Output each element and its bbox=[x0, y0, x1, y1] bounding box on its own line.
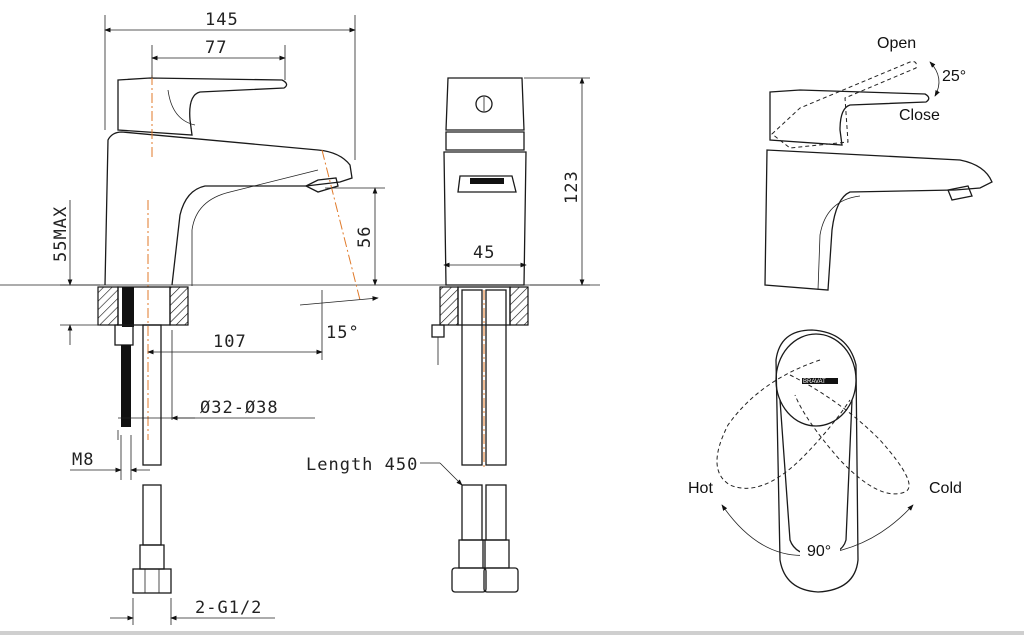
front-collar bbox=[445, 131, 525, 151]
op-aerator bbox=[947, 185, 973, 201]
hot-lever-position bbox=[716, 359, 851, 489]
dim-reach: 107 bbox=[213, 332, 247, 352]
side-lever-curve bbox=[167, 89, 196, 126]
dim-lever-length: 77 bbox=[205, 38, 227, 58]
brand-logo: BRAVAT bbox=[803, 379, 826, 385]
open-label: Open bbox=[877, 35, 916, 52]
dim-hose-length: Length 450 bbox=[306, 455, 418, 475]
side-nut-right bbox=[169, 286, 189, 326]
operation-side-view: Open 25° Close bbox=[764, 35, 993, 291]
side-threaded-stud bbox=[121, 345, 131, 427]
cold-label: Cold bbox=[929, 480, 962, 497]
side-hose-ferrule bbox=[139, 544, 165, 570]
side-hose bbox=[142, 324, 162, 466]
side-lever bbox=[117, 77, 288, 136]
dim-total-height: 123 bbox=[562, 170, 582, 204]
front-hose-right bbox=[485, 289, 507, 466]
top-base-outline bbox=[775, 329, 859, 593]
top-view: BRAVAT Hot Cold 90° bbox=[688, 329, 962, 593]
side-body-inner-curve bbox=[191, 169, 319, 286]
dim-overall-length: 145 bbox=[205, 10, 239, 30]
side-nut-left bbox=[97, 286, 119, 326]
front-body bbox=[443, 151, 527, 286]
dim-hole-diameter: Ø32-Ø38 bbox=[200, 398, 279, 418]
front-lever-cap bbox=[445, 77, 525, 131]
dim-stud-thread: M8 bbox=[72, 450, 94, 470]
dim-max-thickness: 55MAX bbox=[51, 206, 71, 262]
cold-lever-position bbox=[789, 374, 910, 495]
close-label: Close bbox=[899, 107, 940, 124]
dim-connection: 2-G1/2 bbox=[195, 598, 262, 618]
side-hose-nut bbox=[132, 568, 172, 594]
front-hose-left bbox=[461, 289, 483, 466]
top-lever-round bbox=[775, 333, 857, 427]
side-hose-lower bbox=[142, 484, 162, 546]
rotation-angle-label: 90° bbox=[807, 543, 831, 560]
dim-spout-height: 56 bbox=[355, 226, 375, 248]
op-lever-closed bbox=[769, 89, 930, 146]
side-aerator bbox=[304, 177, 339, 193]
side-view: 145 77 55MAX 56 15° 107 Ø32-Ø38 bbox=[0, 10, 600, 625]
op-body-outline bbox=[764, 149, 993, 291]
top-lever-arm bbox=[779, 399, 853, 557]
hot-label: Hot bbox=[688, 480, 713, 497]
op-lever-open bbox=[771, 61, 917, 149]
side-body-outline bbox=[104, 131, 353, 286]
side-stud-nut bbox=[114, 324, 134, 346]
dim-spout-angle: 15° bbox=[326, 323, 360, 343]
dim-body-width: 45 bbox=[473, 243, 495, 263]
front-screw-hole bbox=[475, 95, 493, 113]
front-aerator bbox=[457, 175, 517, 193]
spout-axis bbox=[321, 149, 361, 301]
lever-angle-label: 25° bbox=[942, 68, 966, 85]
side-stud-top bbox=[122, 287, 134, 327]
front-view: 123 45 Length 450 bbox=[306, 77, 590, 593]
